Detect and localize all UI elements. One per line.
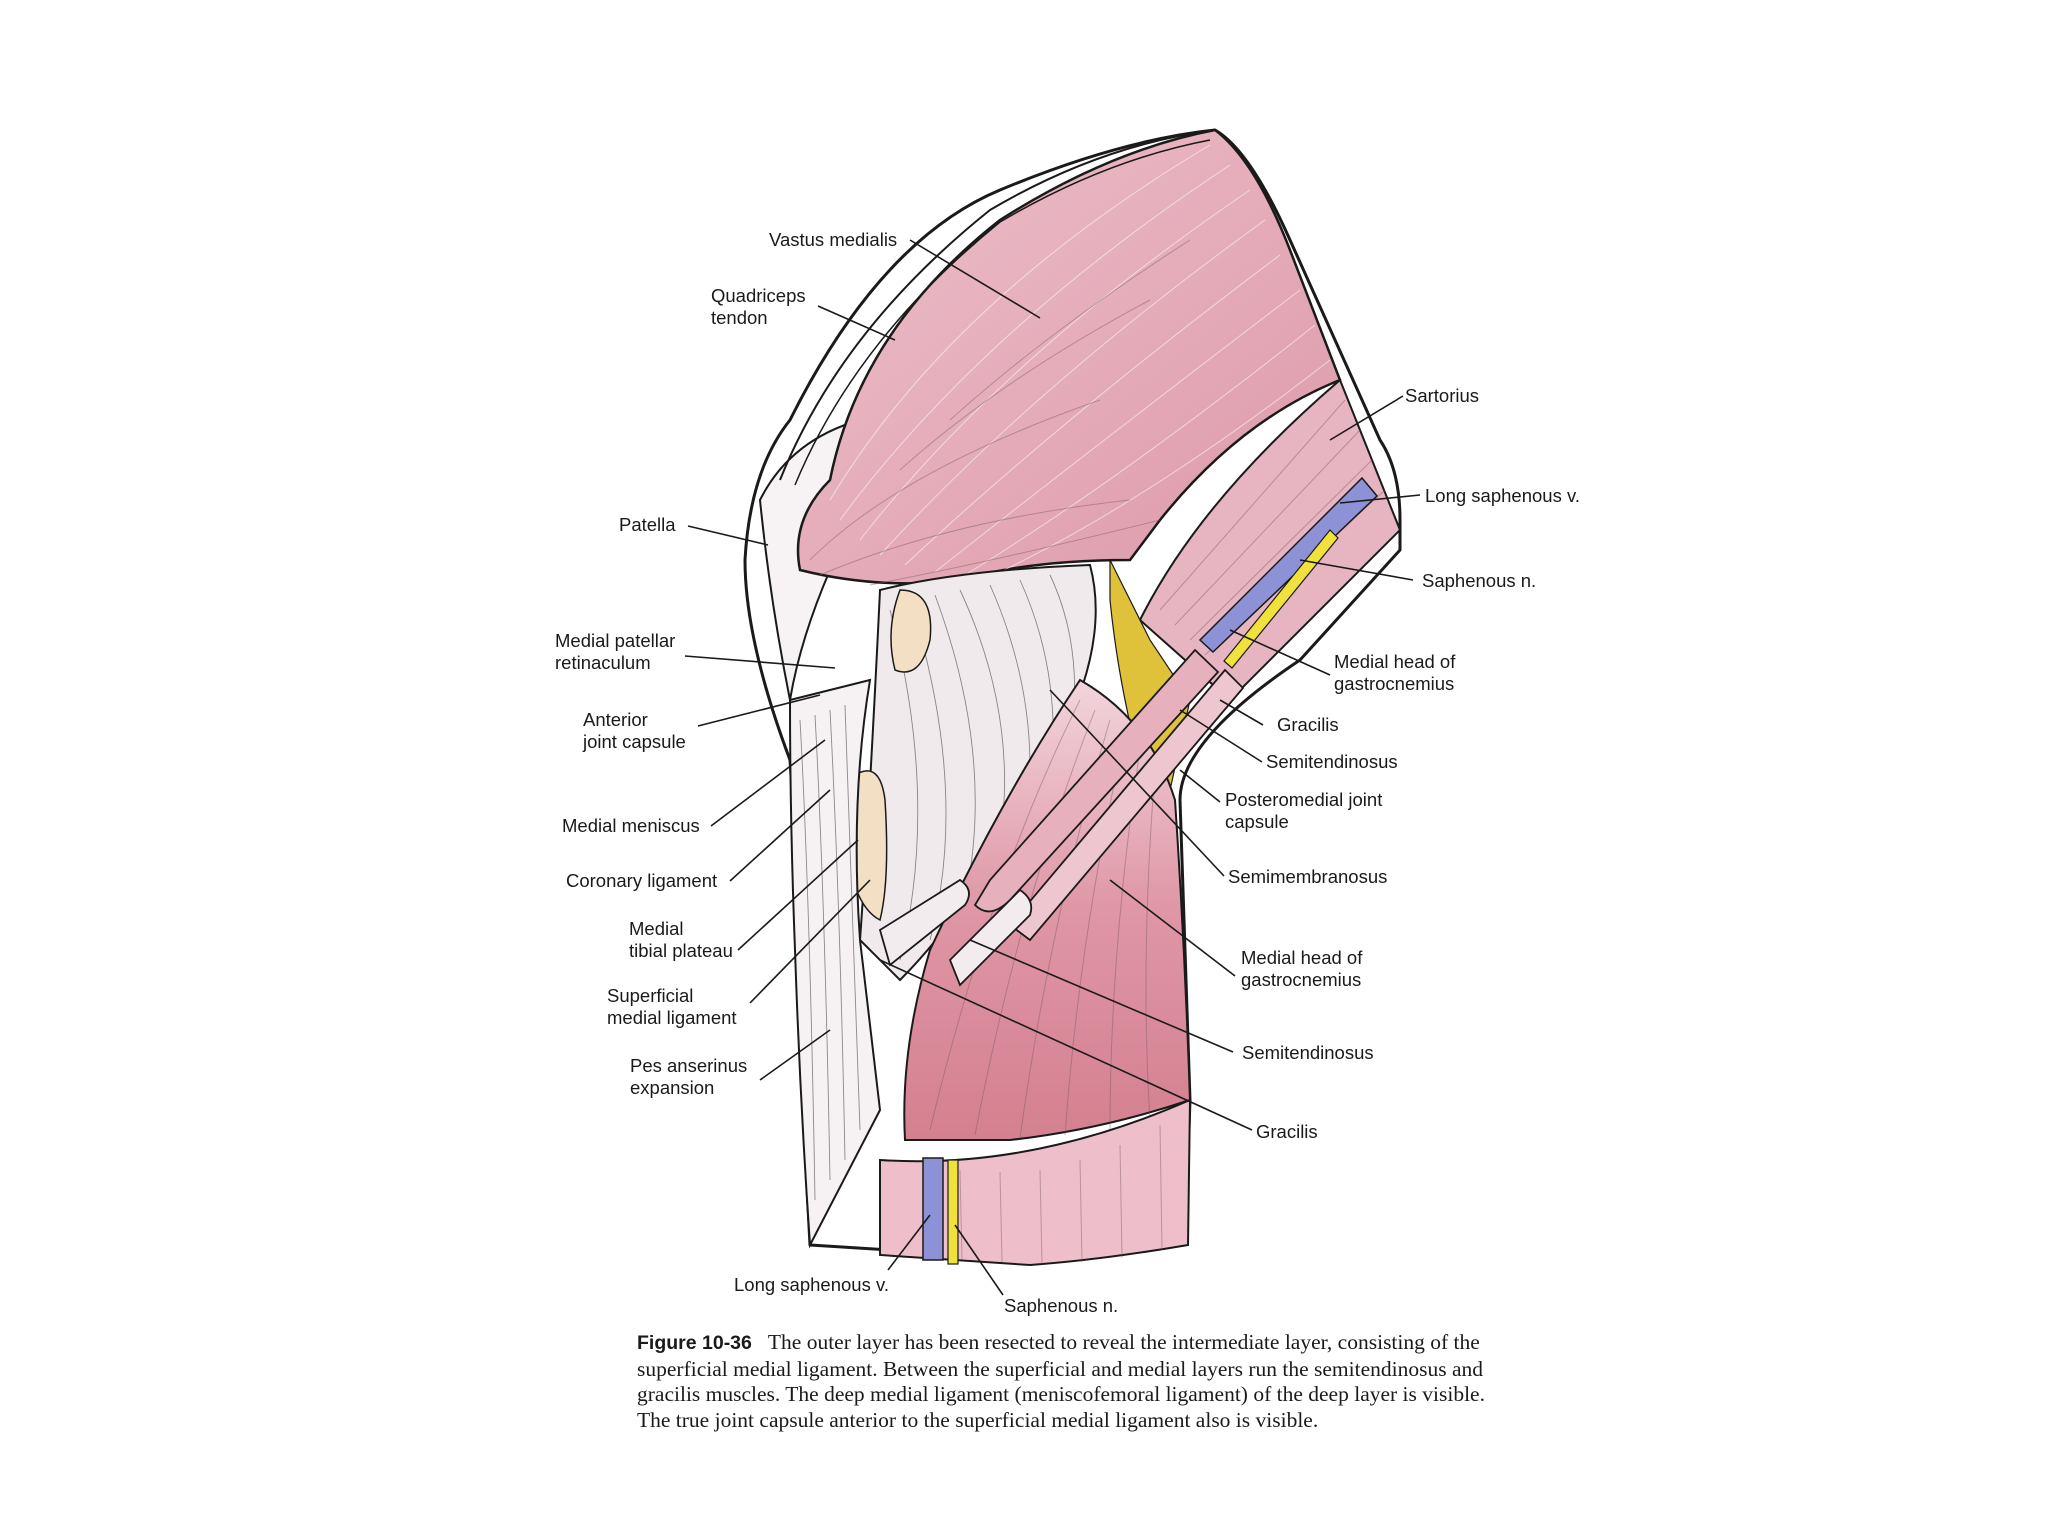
label-saphenous-n-top: Saphenous n.: [1422, 570, 1536, 591]
label-quadriceps-tendon-line1: Quadriceps: [711, 285, 806, 306]
label-medial-tibial-plateau-line2: tibial plateau: [629, 940, 733, 961]
figure-number: Figure 10-36: [637, 1332, 752, 1354]
label-medial-tibial-plateau-line1: Medial: [629, 918, 684, 939]
label-quadriceps-tendon-line2: tendon: [711, 307, 768, 328]
leader-lines: [684, 239, 1421, 1296]
saphenous-nerve-upper: [1223, 529, 1339, 669]
quadriceps-tendon-shape: [779, 129, 1216, 481]
label-vastus-medialis: Vastus medialis: [769, 229, 897, 250]
label-medial-head-gastrocnemius-top-line1: Medial head of: [1334, 651, 1456, 672]
label-superficial-medial-ligament-line1: Superficial: [607, 985, 693, 1006]
label-medial-head-gastrocnemius-bottom-line2: gastrocnemius: [1241, 969, 1361, 990]
label-pes-anserinus-expansion-line1: Pes anserinus: [630, 1055, 747, 1076]
vastus-medialis-shape: [796, 128, 1342, 585]
label-coronary-ligament: Coronary ligament: [566, 870, 717, 891]
label-sartorius: Sartorius: [1405, 385, 1479, 406]
femoral-condyle-bone: [890, 589, 932, 673]
label-medial-patellar-retinaculum-line2: retinaculum: [555, 652, 651, 673]
labels: Vastus medialis Quadriceps tendon Patell…: [555, 229, 1580, 1316]
long-saphenous-vein-lower: [922, 1157, 944, 1261]
label-long-saphenous-v-bottom: Long saphenous v.: [734, 1274, 889, 1295]
label-medial-patellar-retinaculum-line1: Medial patellar: [555, 630, 675, 651]
label-anterior-joint-capsule-line1: Anterior: [583, 709, 648, 730]
label-saphenous-n-bottom: Saphenous n.: [1004, 1295, 1118, 1316]
label-medial-head-gastrocnemius-top-line2: gastrocnemius: [1334, 673, 1454, 694]
label-semitendinosus-bottom: Semitendinosus: [1242, 1042, 1374, 1063]
label-semimembranosus: Semimembranosus: [1228, 866, 1387, 887]
label-medial-meniscus: Medial meniscus: [562, 815, 700, 836]
label-patella: Patella: [619, 514, 676, 535]
pes-anserinus-tendon-1: [878, 878, 970, 967]
capsule-fibers: [799, 704, 861, 1201]
caption-text: The outer layer has been resected to rev…: [637, 1330, 1485, 1432]
lower-calf-fibers: [959, 1124, 1163, 1265]
label-gracilis-top: Gracilis: [1277, 714, 1339, 735]
label-semitendinosus-top: Semitendinosus: [1266, 751, 1398, 772]
label-gracilis-bottom: Gracilis: [1256, 1121, 1318, 1142]
vastus-medialis-fibers: [809, 144, 1331, 586]
anterior-joint-capsule-shape: [788, 678, 882, 1249]
label-pes-anserinus-expansion-line2: expansion: [630, 1077, 714, 1098]
pes-anserinus-tendon-2: [948, 888, 1033, 987]
label-superficial-medial-ligament-line2: medial ligament: [607, 1007, 737, 1028]
label-anterior-joint-capsule-line2: joint capsule: [582, 731, 686, 752]
label-long-saphenous-v-top: Long saphenous v.: [1425, 485, 1580, 506]
saphenous-nerve-lower: [947, 1159, 959, 1265]
label-posteromedial-joint-capsule-line2: capsule: [1225, 811, 1289, 832]
label-posteromedial-joint-capsule-line1: Posteromedial joint: [1225, 789, 1382, 810]
gracilis-tendon: [1008, 668, 1245, 942]
long-saphenous-vein-upper: [1198, 476, 1379, 654]
label-medial-head-gastrocnemius-bottom-line1: Medial head of: [1241, 947, 1363, 968]
